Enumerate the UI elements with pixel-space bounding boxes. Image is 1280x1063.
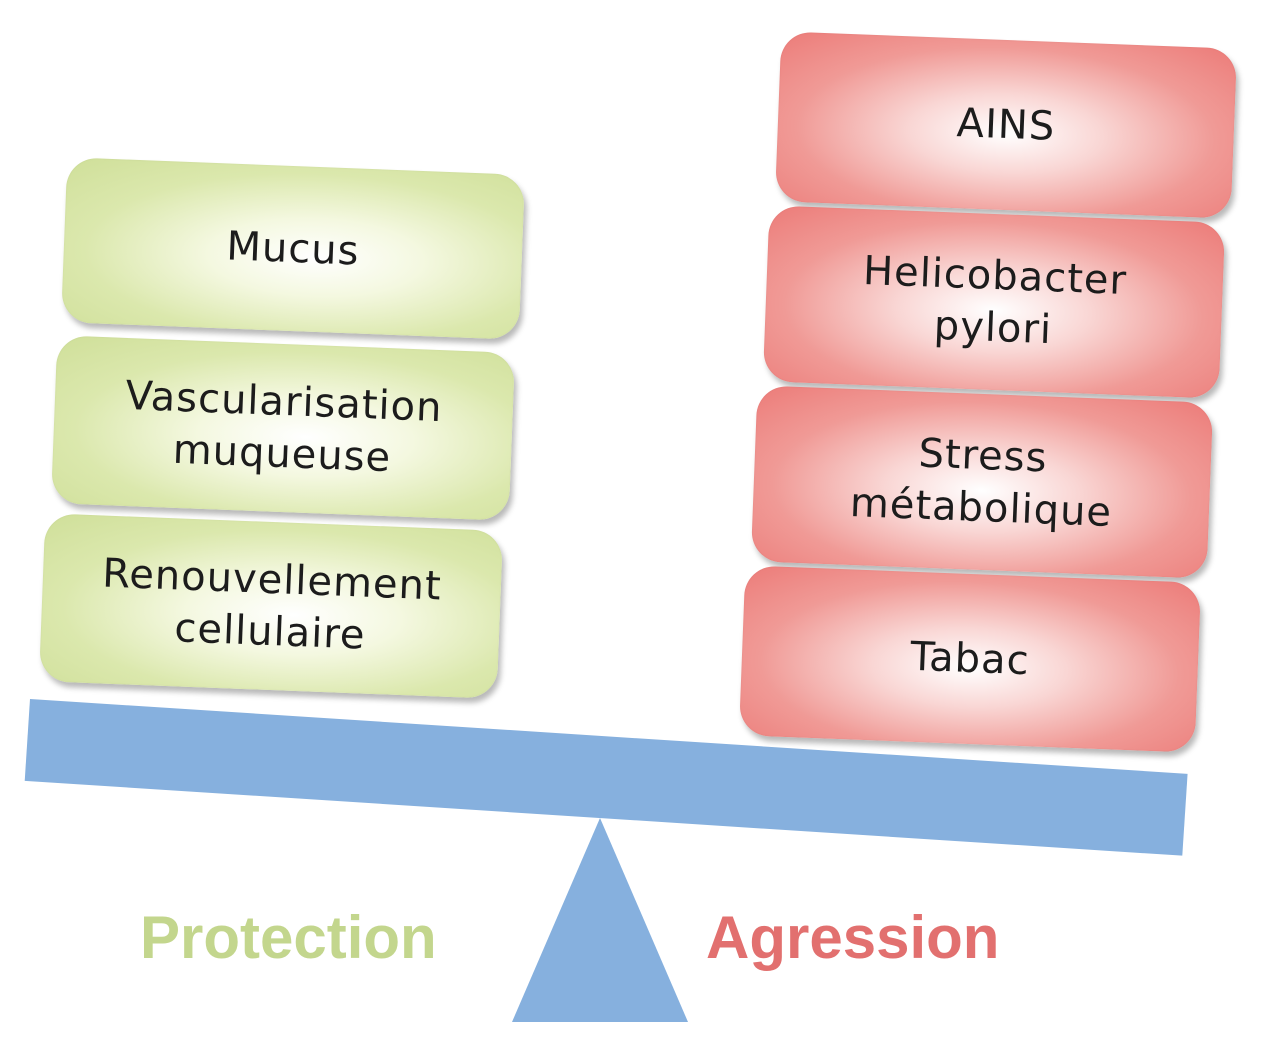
protection-item-label: Renouvellement cellulaire <box>101 550 443 659</box>
balance-fulcrum <box>512 818 688 1022</box>
agression-label: Agression <box>706 904 1000 971</box>
agression-block-helicobacter: Helicobacter pylori <box>762 205 1226 399</box>
protection-item-label: Mucus <box>225 222 361 275</box>
agression-block-stress: Stress métabolique <box>750 385 1214 579</box>
agression-block-tabac: Tabac <box>738 565 1202 753</box>
protection-block-vascularisation: Vascularisation muqueuse <box>50 335 516 521</box>
agression-item-label: AINS <box>955 100 1057 150</box>
protection-block-mucus: Mucus <box>61 157 525 340</box>
agression-block-ains: AINS <box>774 31 1238 219</box>
agression-item-label: Helicobacter pylori <box>862 247 1128 354</box>
protection-item-label: Vascularisation muqueuse <box>124 372 444 482</box>
agression-item-label: Tabac <box>909 633 1031 685</box>
agression-item-label: Stress métabolique <box>849 430 1113 536</box>
protection-label: Protection <box>140 904 437 971</box>
protection-block-renouvellement: Renouvellement cellulaire <box>38 513 504 699</box>
